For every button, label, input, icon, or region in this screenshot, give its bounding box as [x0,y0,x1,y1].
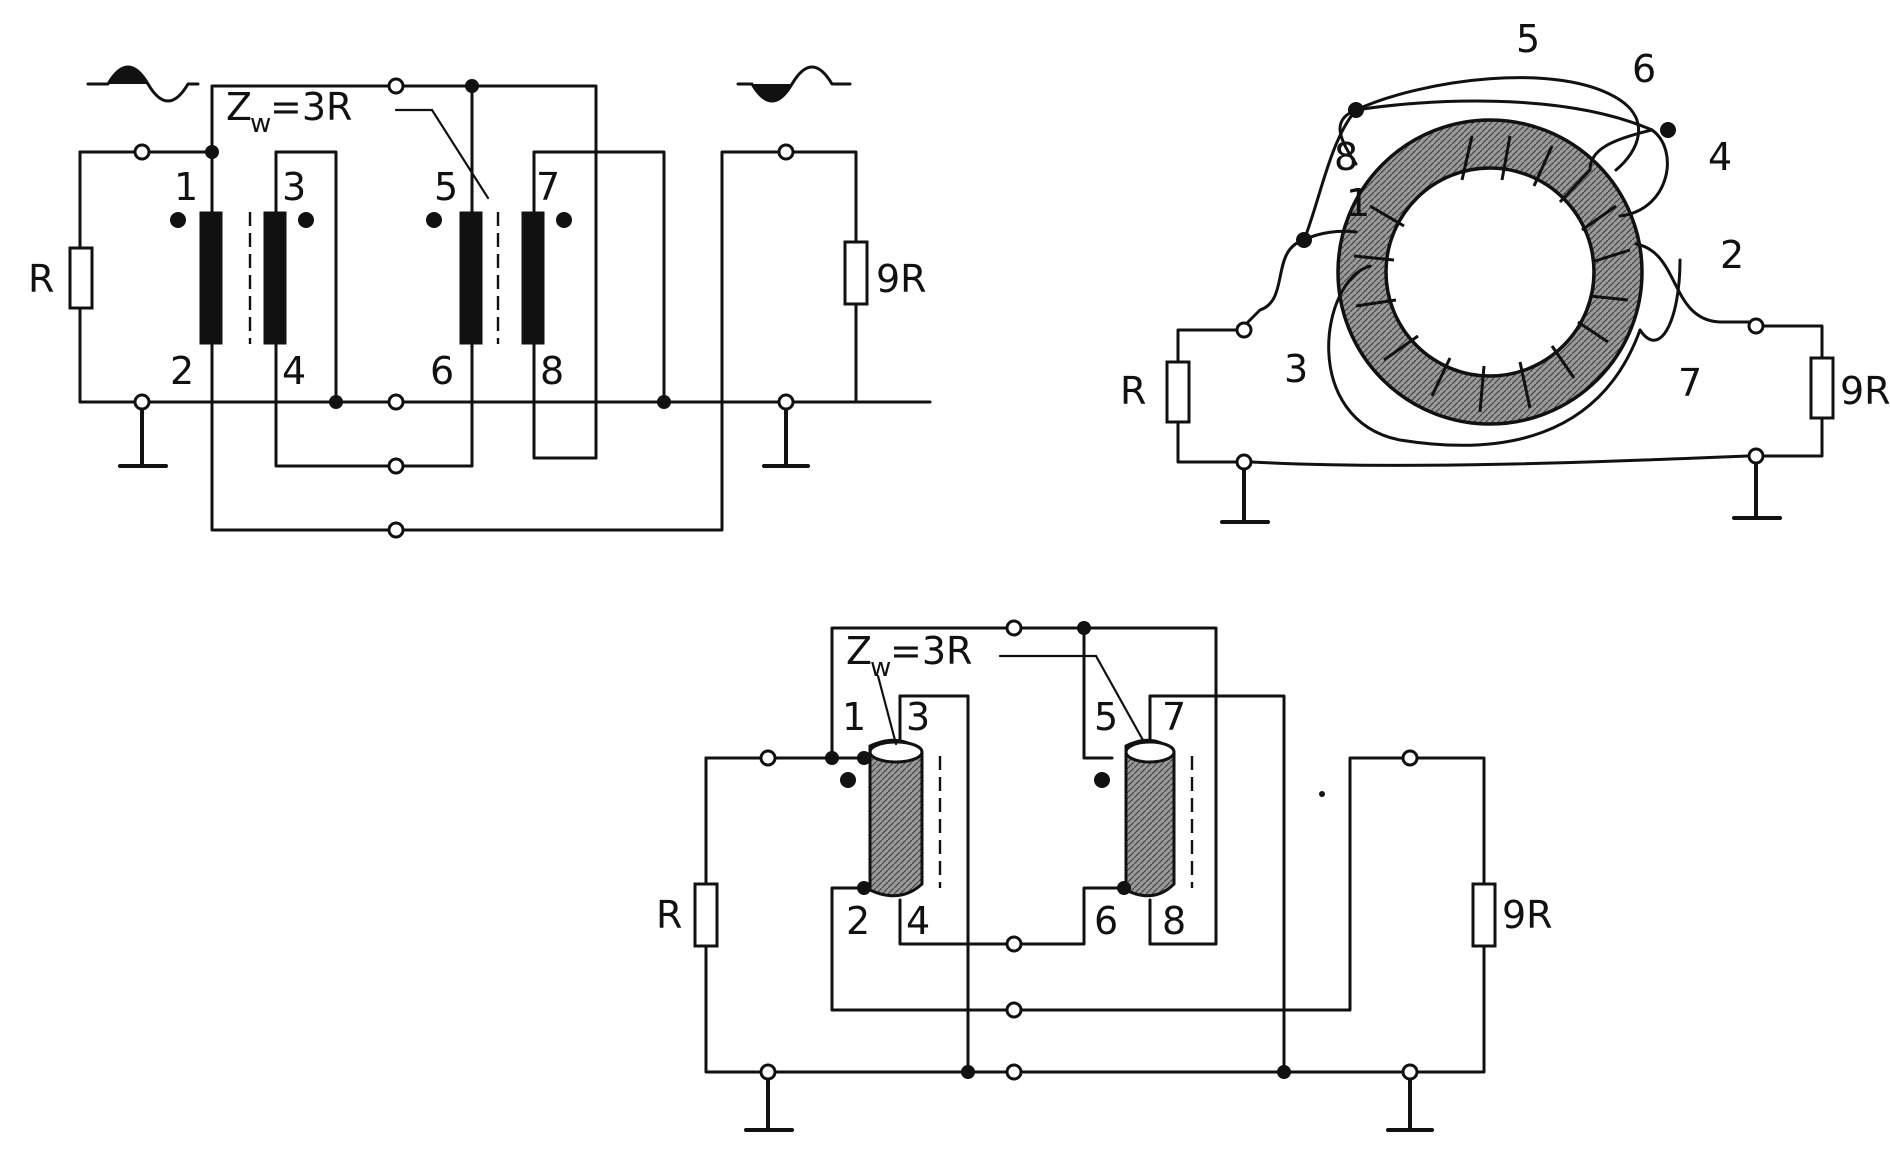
output-terminal-top [777,143,795,161]
toroid-label-8: 8 [1334,135,1358,179]
svg-text:=3R: =3R [270,85,352,129]
coax-resistor-9r [1471,882,1497,948]
resistor-r [68,246,94,310]
winding-label-6: 6 [430,349,454,393]
coax-input-terminal [759,749,777,767]
winding-label-5: 5 [434,165,458,209]
toroid-resistor-label-9r: 9R [1840,369,1890,413]
resistor-9r [843,240,869,306]
winding-label-3: 3 [282,165,306,209]
toroid-label-5: 5 [1516,17,1540,61]
winding-7-8 [521,211,545,345]
coax-label-3: 3 [906,695,930,739]
svg-text:Z: Z [226,85,252,129]
toroid-resistor-r [1165,360,1191,424]
toroid-label-6: 6 [1632,47,1656,91]
svg-text:w: w [250,109,271,139]
winding-5-6 [459,211,483,345]
impedance-label: Z w =3R [226,85,352,139]
input-terminal-bottom [133,393,151,411]
coax-output-terminal [1401,749,1419,767]
winding-label-7: 7 [536,165,560,209]
top-bus-terminal [387,77,405,95]
coax-diagram: 1 2 3 4 5 6 7 8 R 9R Z w =3R [656,619,1553,1132]
coax-label-6: 6 [1094,899,1118,943]
toroid-label-1: 1 [1346,181,1370,225]
input-terminal-top [133,143,151,161]
toroid-winding-marks [1353,135,1631,413]
coax-impedance-leader-2 [998,654,1146,744]
toroid-ground-terminal-left [1235,453,1253,471]
toroid-ground-terminal-right [1747,447,1765,465]
winding-3-4 [263,211,287,345]
toroid-hole [1384,166,1596,378]
toroid-output-terminal [1747,317,1765,335]
winding-1-2 [199,211,223,345]
coax-label-2: 2 [846,899,870,943]
coax-impedance-leader-1 [876,674,898,746]
svg-text:Z: Z [846,629,872,673]
toroid-diagram: 5 6 4 8 1 2 3 7 R 9R [1120,17,1890,524]
toroid-label-4: 4 [1708,135,1732,179]
winding-label-1: 1 [174,165,198,209]
svg-text:w: w [870,653,891,683]
toroid-input-terminal [1235,321,1253,339]
coax-resistor-label-r: R [656,893,682,937]
coax-label-7: 7 [1162,695,1186,739]
coax-resistor-label-9r: 9R [1502,893,1553,937]
svg-text:=3R: =3R [890,629,972,673]
toroid-resistor-9r [1809,356,1835,420]
toroid-label-2: 2 [1720,233,1744,277]
coax-label-1: 1 [842,695,866,739]
resistor-label-r: R [28,257,54,301]
coax-ground-terminal-right [1401,1063,1419,1081]
impedance-leader [394,108,490,200]
coax-resistor-r [693,882,719,948]
winding-label-8: 8 [540,349,564,393]
schematic-diagram: 1 2 3 4 5 6 7 8 R 9R Z w =3R [28,65,932,539]
input-waveform-fill [108,67,148,84]
coax-label-4: 4 [906,899,930,943]
coax-cable-1 [868,738,924,898]
winding-label-2: 2 [170,349,194,393]
coax-label-5: 5 [1094,695,1118,739]
output-terminal-bottom [777,393,795,411]
coax-impedance-label: Z w =3R [846,629,972,683]
toroid-resistor-label-r: R [1120,369,1146,413]
output-waveform-fill [752,84,792,101]
winding-label-4: 4 [282,349,306,393]
toroid-label-3: 3 [1284,347,1308,391]
coax-label-8: 8 [1162,899,1186,943]
toroid-label-7: 7 [1678,361,1702,405]
resistor-label-9r: 9R [876,257,927,301]
coax-cable-2 [1124,738,1176,898]
coax-ground-terminal-left [759,1063,777,1081]
